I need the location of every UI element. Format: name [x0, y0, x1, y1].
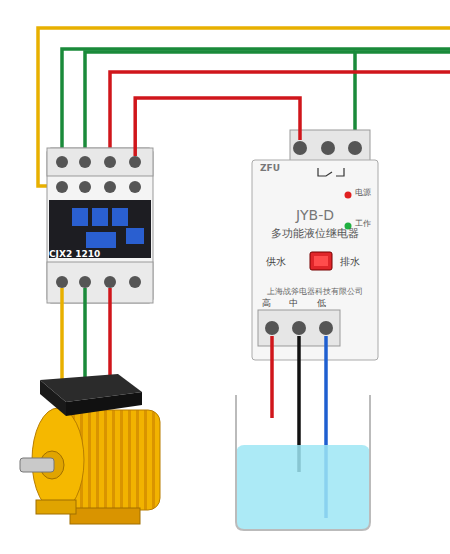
supply-wires: [38, 28, 450, 186]
device-label: 多功能液位继电器: [271, 228, 359, 240]
motor-symbol: [20, 374, 160, 524]
device-label: 供水: [266, 256, 286, 267]
device-label: 高: [262, 299, 271, 309]
contactor-box: CJX2 1210: [45, 146, 155, 305]
device-label: 中: [289, 299, 298, 309]
control-wire: [135, 98, 300, 156]
water-tank: [236, 395, 370, 530]
device-label: 上海战斧电器科技有限公司: [267, 288, 363, 296]
device-label: 电源: [355, 189, 371, 198]
level-relay-box: ZFUJYB-D电源工作多功能液位继电器供水排水上海战斧电器科技有限公司高中低: [250, 128, 380, 362]
device-label: ZFU: [260, 164, 280, 174]
device-label: 排水: [340, 256, 360, 267]
device-label: CJX2 1210: [49, 250, 100, 260]
level-relay-symbol: [252, 130, 378, 360]
device-label: 低: [317, 299, 326, 309]
device-label: JYB-D: [296, 208, 334, 223]
contactor-symbol: [47, 148, 153, 303]
